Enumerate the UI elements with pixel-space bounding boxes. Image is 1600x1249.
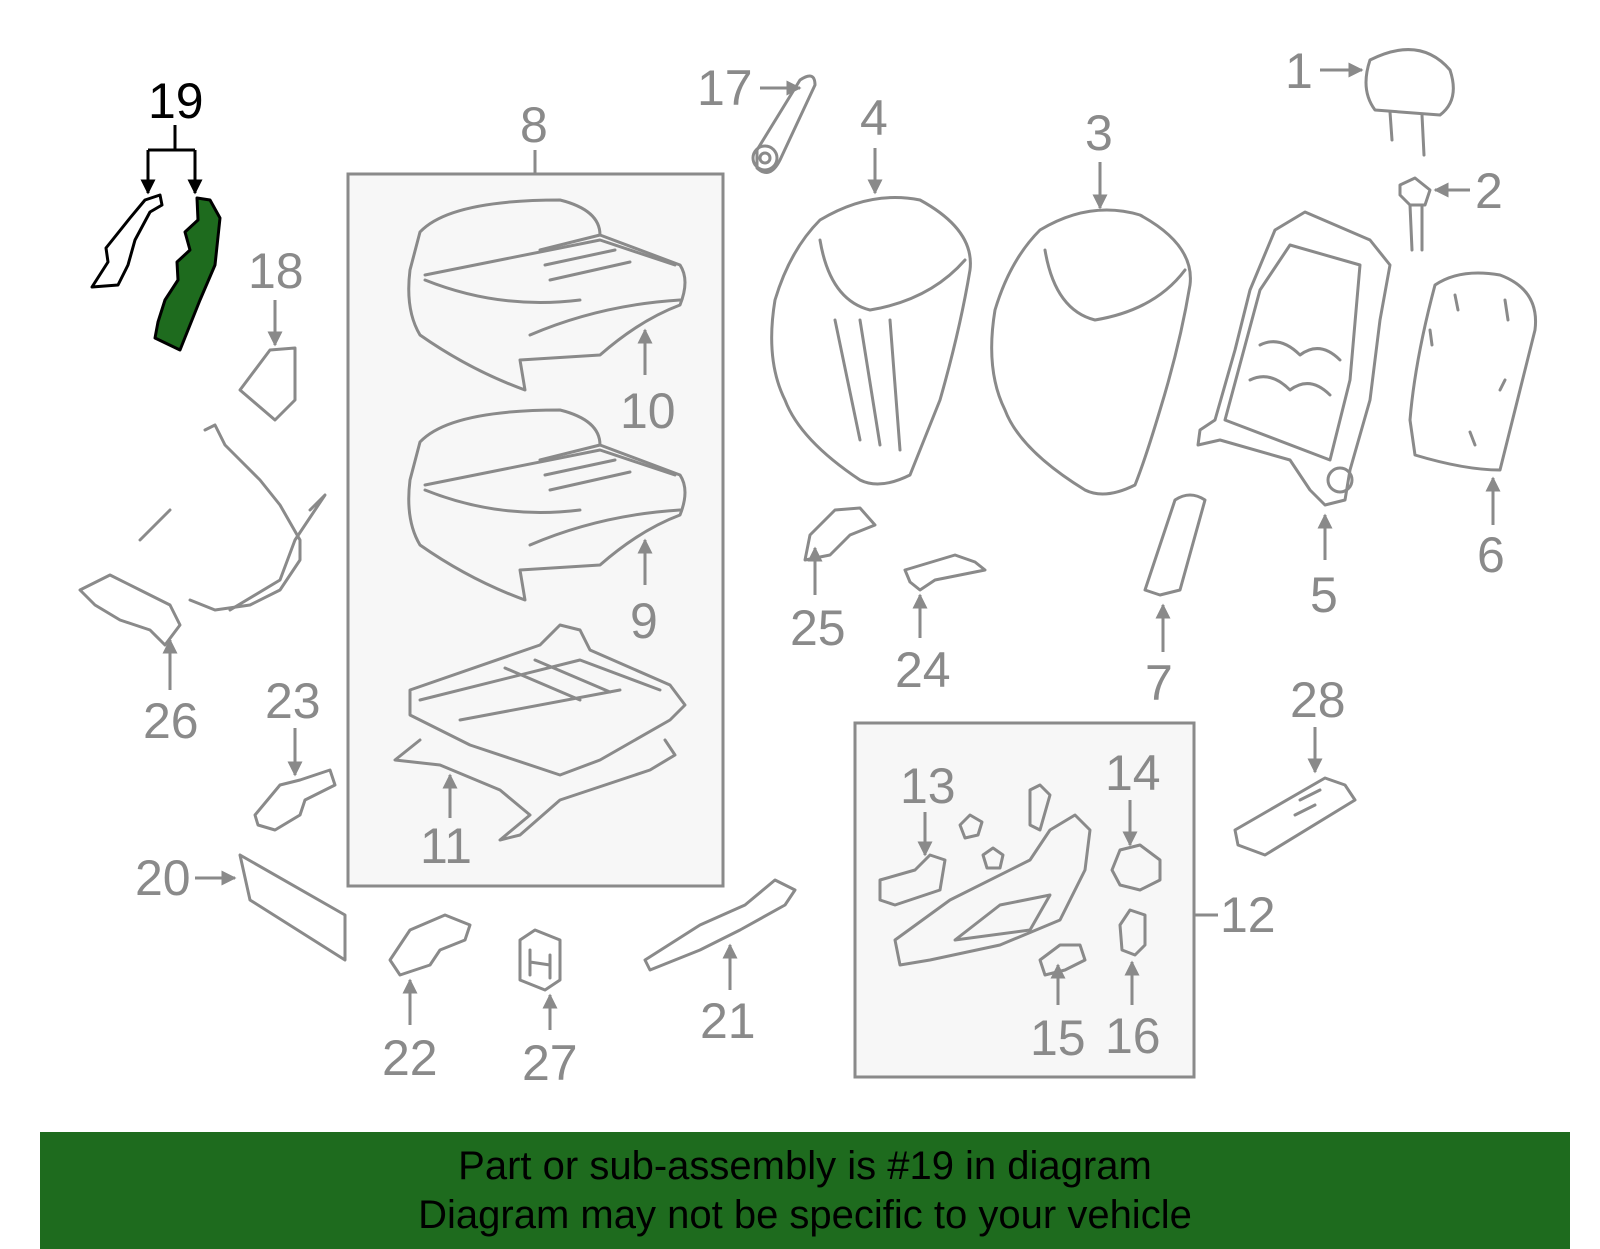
svg-text:27: 27 — [522, 1035, 578, 1091]
svg-text:21: 21 — [700, 993, 756, 1049]
part-27 — [518, 928, 562, 992]
callout-26: 26 — [143, 638, 199, 749]
svg-text:8: 8 — [520, 97, 548, 153]
callout-22: 22 — [382, 978, 438, 1086]
svg-text:17: 17 — [697, 60, 753, 116]
svg-text:9: 9 — [630, 593, 658, 649]
part-1-headrest — [1364, 48, 1455, 157]
info-banner: Part or sub-assembly is #19 in diagram D… — [40, 1132, 1570, 1249]
svg-text:22: 22 — [382, 1030, 438, 1086]
svg-text:24: 24 — [895, 642, 951, 698]
callout-2: 2 — [1433, 163, 1503, 219]
svg-text:3: 3 — [1085, 105, 1113, 161]
callout-16: 16 — [1105, 960, 1161, 1064]
part-11-cushion-frame — [393, 623, 687, 842]
part-2-headrest-guide — [1398, 176, 1432, 252]
part-14 — [1110, 843, 1162, 892]
svg-text:10: 10 — [620, 383, 676, 439]
callout-1: 1 — [1285, 43, 1364, 99]
seat-cushion-group-box — [346, 172, 725, 888]
part-24 — [903, 553, 987, 592]
svg-text:7: 7 — [1145, 655, 1173, 711]
part-28-module — [1233, 776, 1357, 857]
part-5-seatback-frame — [1196, 210, 1392, 507]
part-23 — [253, 768, 337, 832]
part-15 — [1038, 943, 1087, 977]
part-13 — [878, 813, 1005, 907]
svg-text:2: 2 — [1475, 163, 1503, 219]
callout-9: 9 — [630, 538, 658, 649]
part-21 — [643, 878, 797, 972]
callout-13: 13 — [900, 758, 956, 857]
svg-text:1: 1 — [1285, 43, 1313, 99]
part-9-cushion-pad — [407, 408, 687, 602]
part-19-highlighted[interactable] — [90, 193, 222, 352]
part-3-seatback-pad — [990, 208, 1192, 496]
parts-diagram: 19 8 10 9 11 17 — [78, 43, 1538, 1091]
part-7 — [1143, 493, 1207, 597]
callout-14: 14 — [1105, 745, 1161, 847]
callout-4: 4 — [860, 90, 888, 195]
svg-text:28: 28 — [1290, 672, 1346, 728]
callout-19: 19 — [148, 73, 204, 193]
part-18 — [238, 346, 297, 422]
svg-text:13: 13 — [900, 758, 956, 814]
svg-text:20: 20 — [135, 850, 191, 906]
part-20 — [238, 853, 347, 962]
part-17-recliner-handle — [751, 74, 817, 174]
part-12-side-cover — [893, 783, 1092, 967]
callout-15: 15 — [1030, 963, 1086, 1066]
svg-text:23: 23 — [265, 673, 321, 729]
callout-12: 12 — [1194, 887, 1276, 943]
svg-text:16: 16 — [1105, 1008, 1161, 1064]
callout-6: 6 — [1477, 476, 1505, 583]
svg-text:26: 26 — [143, 693, 199, 749]
callout-7: 7 — [1145, 603, 1173, 711]
banner-line-1: Part or sub-assembly is #19 in diagram — [458, 1144, 1152, 1188]
part-10-cushion-cover — [407, 198, 687, 392]
callout-24: 24 — [895, 593, 951, 698]
svg-text:6: 6 — [1477, 527, 1505, 583]
svg-text:11: 11 — [420, 818, 472, 874]
callout-20: 20 — [135, 850, 237, 906]
part-6-back-panel — [1408, 271, 1538, 472]
callout-27: 27 — [522, 993, 578, 1091]
svg-text:14: 14 — [1105, 745, 1161, 801]
svg-text:12: 12 — [1220, 887, 1276, 943]
callout-17: 17 — [697, 60, 802, 116]
callout-21: 21 — [700, 943, 756, 1049]
svg-text:4: 4 — [860, 90, 888, 146]
callout-5: 5 — [1310, 513, 1338, 623]
callout-3: 3 — [1085, 105, 1113, 210]
part-26-wiring-harness — [78, 423, 327, 647]
part-22 — [388, 913, 472, 977]
callout-18: 18 — [248, 243, 304, 347]
svg-text:15: 15 — [1030, 1010, 1086, 1066]
part-16 — [1118, 908, 1147, 957]
svg-text:19: 19 — [148, 73, 204, 129]
callout-28: 28 — [1290, 672, 1346, 774]
callout-11: 11 — [420, 773, 472, 874]
callout-25: 25 — [790, 546, 846, 656]
callout-10: 10 — [620, 328, 676, 439]
part-4-seatback-cover — [770, 196, 972, 486]
svg-text:5: 5 — [1310, 567, 1338, 623]
callout-8: 8 — [520, 97, 548, 174]
callout-23: 23 — [265, 673, 321, 777]
svg-text:18: 18 — [248, 243, 304, 299]
svg-text:25: 25 — [790, 600, 846, 656]
banner-line-2: Diagram may not be specific to your vehi… — [418, 1193, 1192, 1237]
